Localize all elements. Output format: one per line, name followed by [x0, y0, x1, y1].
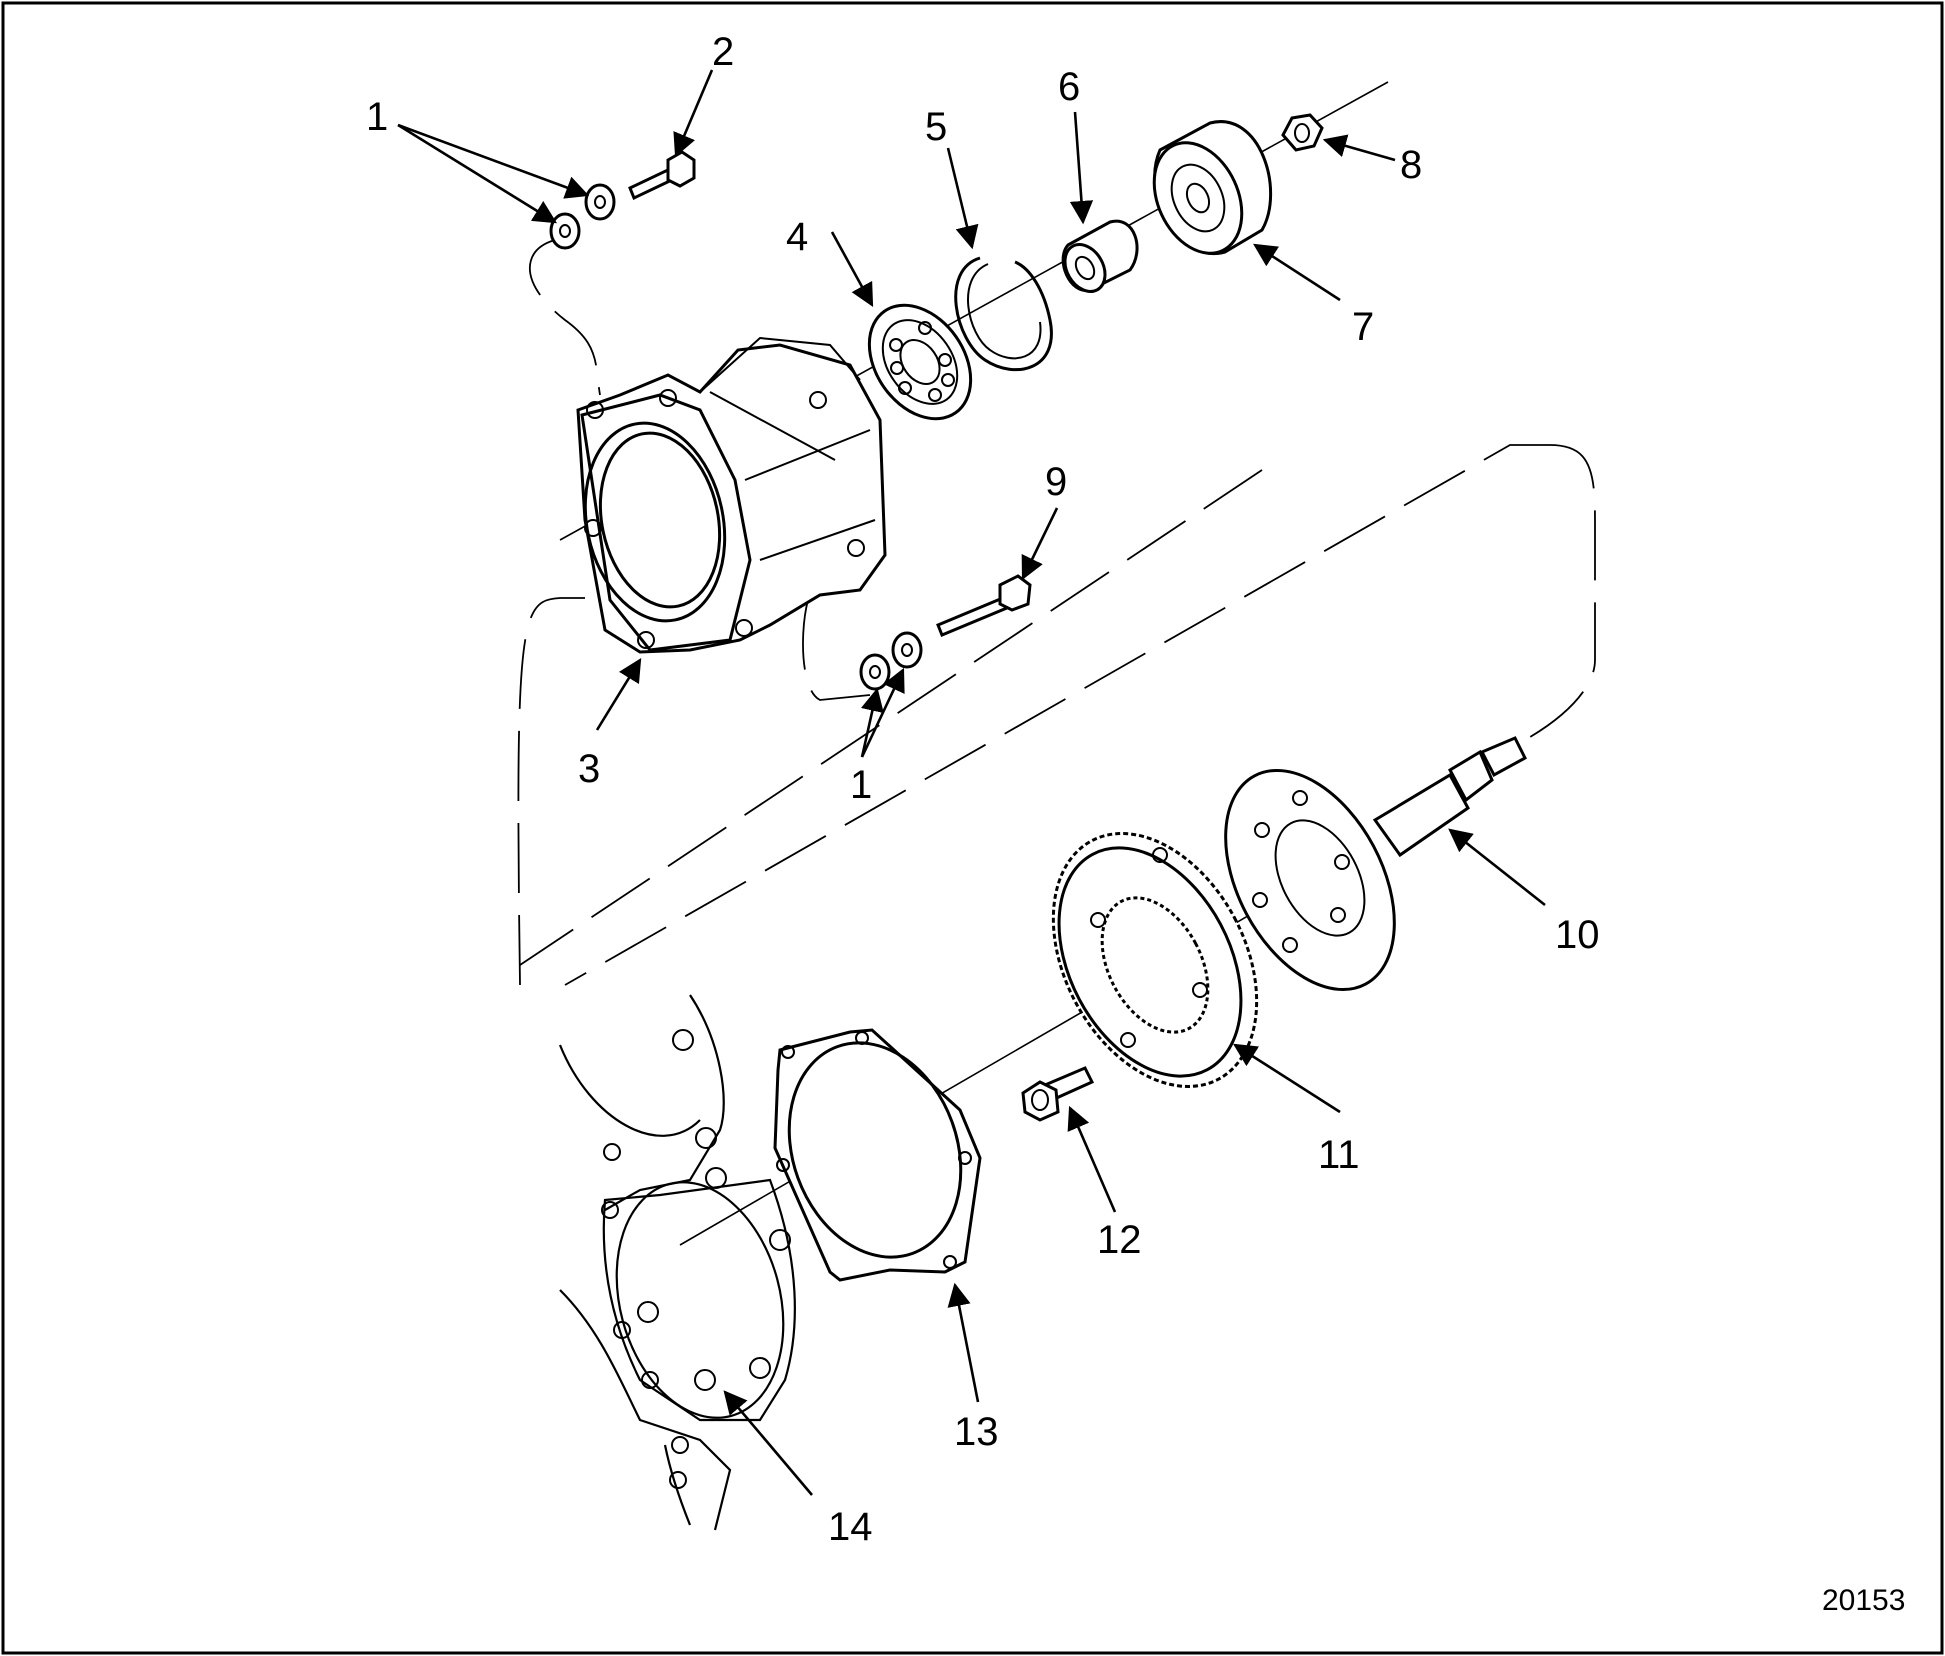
bolt-part-12	[1021, 1066, 1095, 1122]
callout-14: 14	[828, 1505, 873, 1549]
callout-11: 11	[1318, 1133, 1360, 1177]
callout-5: 5	[925, 105, 947, 149]
callout-3: 3	[578, 747, 600, 791]
bearing-part-4	[867, 303, 973, 421]
callout-7: 7	[1352, 305, 1374, 349]
nut-part-8	[1281, 113, 1324, 152]
upper-bolt-part-2	[628, 150, 696, 201]
callout-8: 8	[1400, 143, 1422, 187]
leader-lines	[397, 69, 1546, 1496]
callout-4: 4	[786, 215, 808, 259]
gear-part-11	[1051, 832, 1259, 1088]
housing-part-3	[576, 336, 887, 654]
callout-1-lower: 1	[850, 763, 872, 807]
lower-bolt-part-9	[936, 574, 1032, 637]
dashed-routing-lines	[517, 239, 1596, 986]
callout-2: 2	[712, 30, 734, 74]
upper-washers-part-1	[549, 183, 616, 250]
pulley-part-7	[1152, 120, 1272, 256]
callout-labels: 1 2 3 4 5 6 7 8 9 1 10 11 12 13 14	[366, 30, 1600, 1549]
gasket-part-13	[773, 1028, 982, 1282]
shaft-part-10	[1224, 736, 1527, 992]
snap-ring-part-5	[954, 256, 1053, 372]
callout-1-upper: 1	[366, 95, 388, 139]
callout-10: 10	[1555, 913, 1600, 957]
gear-case-part-14	[558, 994, 796, 1531]
callout-12: 12	[1097, 1218, 1142, 1262]
callout-13: 13	[954, 1410, 999, 1454]
lower-washers-part-1	[859, 631, 923, 691]
figure-number: 20153	[1822, 1584, 1905, 1617]
callout-6: 6	[1058, 65, 1080, 109]
spacer-part-6	[1061, 219, 1139, 293]
callout-9: 9	[1045, 460, 1067, 504]
